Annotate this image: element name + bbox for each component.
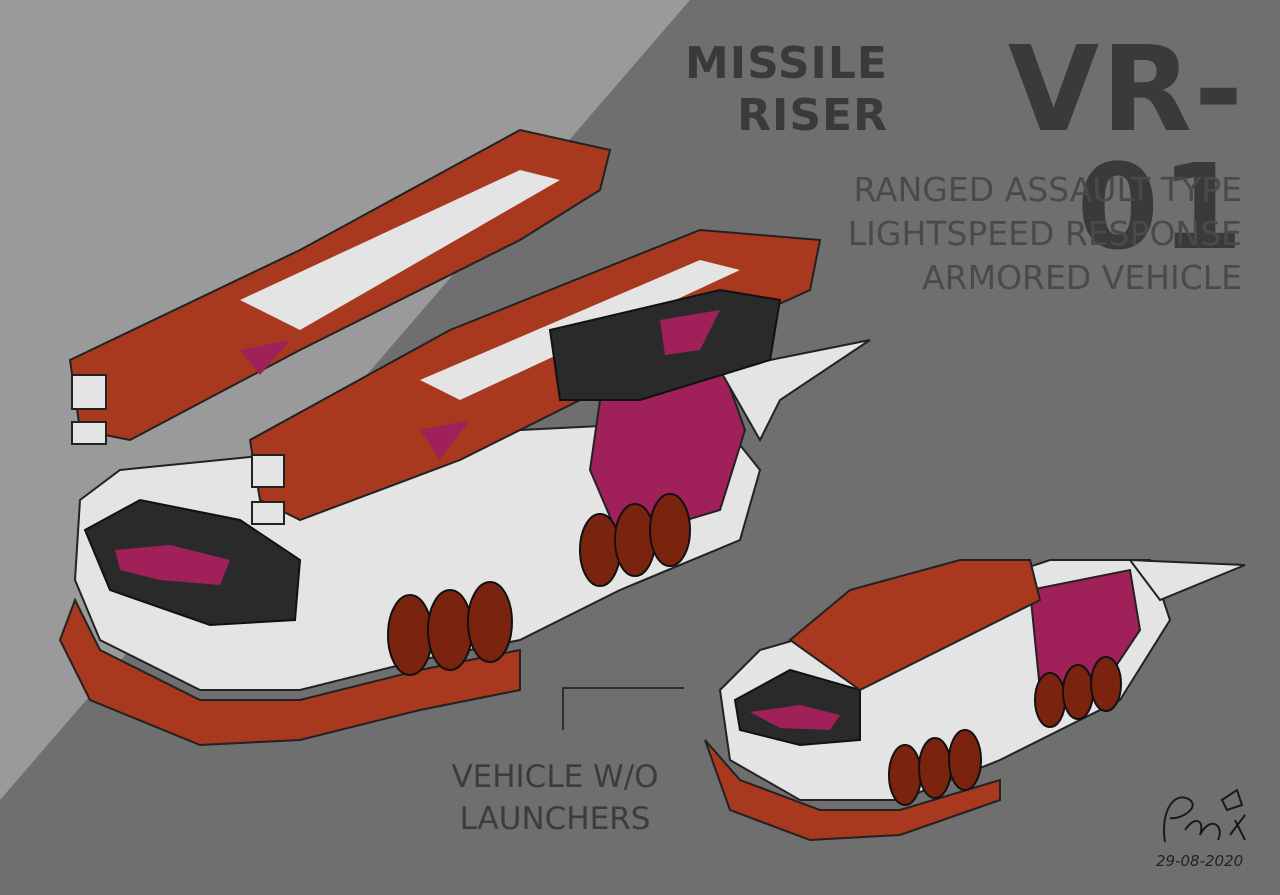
- caption-line-1: VEHICLE W/O: [451, 759, 659, 795]
- caption-bracket: [562, 687, 684, 730]
- small-front-visor: [750, 705, 840, 730]
- small-vehicle-caption: VEHICLE W/O LAUNCHERS: [440, 756, 670, 840]
- launcher-upper-muzzle-1: [71, 374, 107, 410]
- vehicle-with-launchers-illustration: [58, 128, 871, 747]
- title-line-2: RISER: [737, 90, 888, 141]
- rear-fin: [718, 339, 871, 443]
- title-line-1: MISSILE: [684, 38, 888, 89]
- launcher-lower-gem: [420, 420, 470, 460]
- launcher-lower-muzzle-1: [251, 454, 285, 488]
- launcher-upper-gem: [240, 340, 290, 375]
- title-name: MISSILE RISER: [628, 38, 888, 142]
- launcher-upper-white-stripe: [240, 170, 560, 330]
- hull-skirt: [58, 597, 521, 747]
- spec-line: LIGHTSPEED RESPONSE: [847, 214, 1242, 253]
- emblem-gem: [660, 310, 720, 355]
- wheels-rear: [579, 493, 691, 587]
- title-designation: VR-01: [1007, 20, 1245, 276]
- small-roof-armor: [788, 559, 1042, 692]
- artist-signature-mark: [1163, 788, 1246, 843]
- launcher-upper-muzzle-2: [71, 421, 107, 445]
- vehicle-without-launchers-illustration: [704, 558, 1246, 842]
- front-magenta-visor: [115, 545, 230, 585]
- launcher-lower-muzzle-2: [251, 501, 285, 525]
- caption-line-2: LAUNCHERS: [459, 801, 651, 837]
- spec-line: RANGED ASSAULT TYPE: [853, 170, 1242, 209]
- small-wheels: [888, 656, 1122, 806]
- signature-date: 29-08-2020: [1156, 852, 1244, 870]
- spec-line: ARMORED VEHICLE: [922, 258, 1242, 297]
- small-hull-skirt: [704, 739, 1001, 842]
- specs-list: RANGED ASSAULT TYPE LIGHTSPEED RESPONSE …: [782, 168, 1242, 300]
- wheels-front: [387, 581, 513, 676]
- small-rear-fin: [1127, 558, 1246, 602]
